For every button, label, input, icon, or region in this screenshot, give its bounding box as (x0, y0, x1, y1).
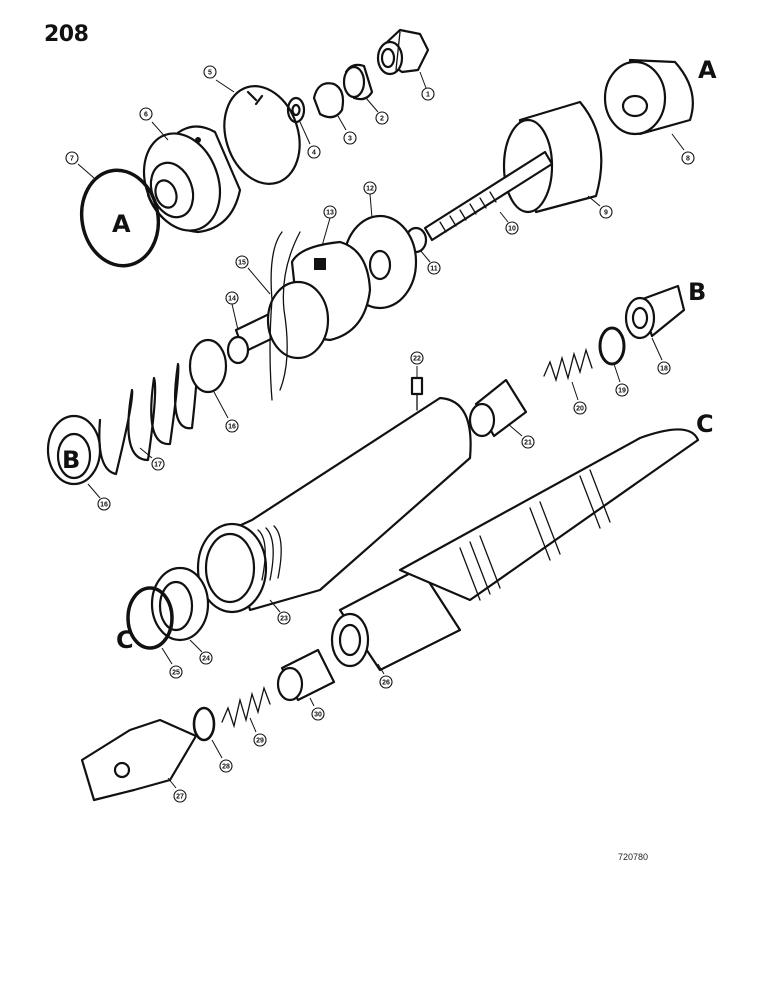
part-27-clevis (80, 718, 198, 802)
callout-16b: 16 (87, 483, 111, 511)
svg-text:20: 20 (576, 406, 584, 413)
callout-14: 14 (225, 291, 239, 331)
callout-9: 9 (587, 195, 613, 219)
callout-4: 4 (299, 121, 321, 159)
svg-text:28: 28 (222, 764, 230, 771)
svg-text:1: 1 (426, 92, 430, 99)
callout-20: 20 (571, 381, 587, 415)
callout-26: 26 (377, 663, 393, 689)
callout-12: 12 (363, 181, 377, 219)
svg-text:17: 17 (154, 462, 162, 469)
part-6-piston-head (142, 125, 242, 234)
svg-text:12: 12 (366, 186, 374, 193)
part-21-poppet (468, 378, 528, 438)
part-29-spring (221, 685, 271, 729)
svg-text:15: 15 (238, 260, 246, 267)
svg-text:21: 21 (524, 440, 532, 447)
part-19-o-ring (598, 326, 626, 366)
svg-text:30: 30 (314, 712, 322, 719)
callout-10: 10 (499, 211, 519, 235)
part-2-ring (342, 63, 374, 101)
svg-text:5: 5 (208, 70, 212, 77)
svg-text:19: 19 (618, 388, 626, 395)
svg-text:13: 13 (326, 210, 334, 217)
part-26-coupling (330, 428, 700, 672)
part-8-end-cap (603, 58, 694, 136)
part-16-spring-seat (46, 414, 102, 486)
part-1-hex-fitting (376, 28, 430, 76)
svg-text:11: 11 (430, 266, 438, 273)
callout-11: 11 (419, 249, 441, 275)
callout-15: 15 (235, 255, 271, 295)
part-18-plug (624, 284, 686, 340)
part-25-o-ring (126, 586, 174, 650)
callout-13: 13 (321, 205, 337, 247)
ref-letter-a-oring: A (112, 210, 131, 238)
svg-text:22: 22 (413, 356, 421, 363)
part-5-snap-ring (223, 85, 301, 185)
callout-6: 6 (139, 107, 169, 141)
ref-letter-a-top: A (698, 56, 717, 84)
ref-letter-c-oring: C (116, 626, 134, 654)
svg-text:2: 2 (380, 116, 384, 123)
callout-25: 25 (161, 647, 183, 679)
svg-text:24: 24 (202, 656, 210, 663)
svg-text:23: 23 (280, 616, 288, 623)
ref-letter-b-seat: B (62, 446, 80, 474)
svg-text:4: 4 (312, 150, 316, 157)
part-17-spring (98, 338, 228, 476)
svg-text:29: 29 (256, 738, 264, 745)
svg-text:16: 16 (228, 424, 236, 431)
callout-5: 5 (203, 65, 235, 93)
svg-text:18: 18 (660, 366, 668, 373)
svg-text:8: 8 (686, 156, 690, 163)
svg-text:10: 10 (508, 226, 516, 233)
callout-28: 28 (211, 739, 233, 773)
callout-2: 2 (365, 97, 389, 125)
ref-letter-b-plug: B (688, 278, 706, 306)
callout-18: 18 (651, 337, 671, 375)
drawing-code: 720780 (618, 852, 649, 862)
callout-21: 21 (507, 423, 535, 449)
callout-27: 27 (167, 777, 187, 803)
part-9-cylinder-drum (502, 100, 603, 214)
part-10-tie-bolt (423, 150, 554, 242)
svg-text:7: 7 (70, 156, 74, 163)
part-30-bushing (276, 648, 336, 702)
callout-7: 7 (65, 151, 95, 179)
part-28-o-ring (192, 706, 216, 742)
part-24-washer (150, 566, 210, 642)
svg-text:25: 25 (172, 670, 180, 677)
callout-22: 22 (410, 351, 424, 378)
page-number: 208 (44, 22, 89, 47)
callout-24: 24 (189, 639, 213, 665)
ref-letter-c-sleeve: C (696, 410, 714, 438)
part-22-set-screw (410, 376, 424, 411)
part-20-spring (543, 347, 593, 383)
part-15-gasket (266, 231, 330, 401)
callout-8: 8 (671, 133, 695, 165)
callout-30: 30 (309, 697, 325, 721)
callout-29: 29 (249, 717, 267, 747)
svg-text:6: 6 (144, 112, 148, 119)
svg-text:9: 9 (604, 210, 608, 217)
part-23-main-body (196, 396, 472, 614)
callout-1: 1 (419, 71, 435, 101)
svg-text:16: 16 (100, 502, 108, 509)
callout-23: 23 (269, 599, 291, 625)
callout-16a: 16 (213, 391, 239, 433)
callout-17: 17 (139, 447, 165, 471)
svg-text:27: 27 (176, 794, 184, 801)
svg-text:3: 3 (348, 136, 352, 143)
svg-text:26: 26 (382, 680, 390, 687)
callout-19: 19 (613, 363, 629, 397)
svg-text:14: 14 (228, 296, 236, 303)
callout-3: 3 (337, 115, 357, 145)
part-3-cap (312, 82, 345, 119)
part-7-o-ring (79, 168, 161, 268)
